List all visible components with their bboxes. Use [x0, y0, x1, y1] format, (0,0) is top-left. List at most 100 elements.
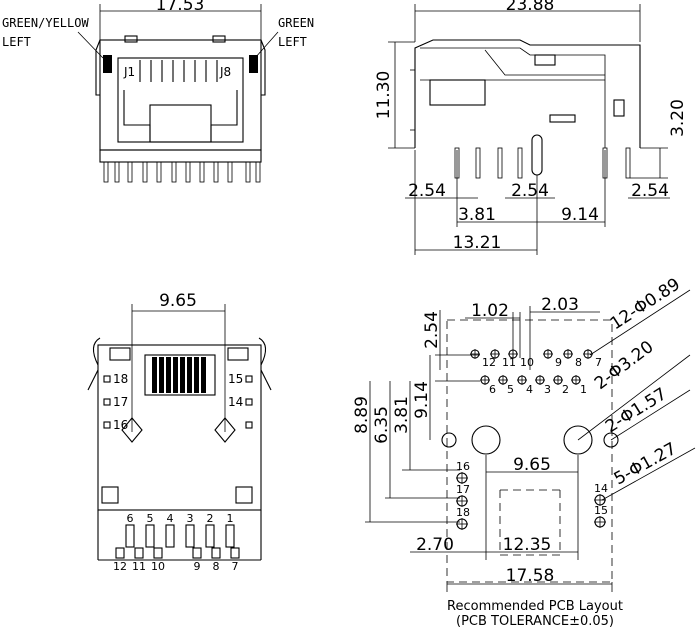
- pcb-dim-254: 2.54: [422, 311, 442, 349]
- bottom-tooth: [180, 357, 185, 393]
- front-leg: [245, 161, 251, 183]
- side-pin: [475, 147, 481, 179]
- bottom-led-pad: [245, 398, 253, 406]
- front-leg: [127, 161, 133, 183]
- bottom-led-pad: [245, 375, 253, 383]
- front-leg: [142, 161, 148, 183]
- pcb-dim-635: 6.35: [372, 406, 392, 444]
- side-pin-height-dim: 3.20: [668, 99, 688, 137]
- bottom-pin-label: 11: [132, 560, 146, 573]
- bottom-led-pin-label: 14: [228, 395, 243, 409]
- bottom-pin-label: 8: [213, 560, 220, 573]
- front-led-right: [249, 55, 258, 73]
- bottom-led-pad: [103, 375, 111, 383]
- pcb-led-pad-label: 14: [594, 482, 608, 495]
- side-pitch-mid: 2.54: [511, 181, 549, 201]
- bottom-pin: [153, 547, 163, 559]
- pcb-pad-label: 5: [507, 383, 514, 396]
- bottom-pin: [165, 524, 175, 548]
- side-dim-381: 3.81: [458, 205, 496, 225]
- front-leg: [156, 161, 162, 183]
- pcb-pad-label: 2: [562, 383, 569, 396]
- front-view: 17.53 GREEN/YELLOW LEFT GREEN LEFT J1 J8: [2, 0, 314, 183]
- bottom-pin-label: 5: [147, 512, 154, 525]
- side-pitch-right: 2.54: [631, 181, 669, 201]
- pcb-dim-889: 8.89: [352, 396, 372, 434]
- side-pin: [625, 147, 631, 179]
- bottom-pin-label: 12: [113, 560, 127, 573]
- pcb-pad-label: 3: [544, 383, 551, 396]
- bottom-led-pad: [103, 421, 111, 429]
- bottom-led-pin-label: 18: [113, 372, 128, 386]
- pcb-caption-1: Recommended PCB Layout: [447, 599, 623, 614]
- bottom-pin-label: 9: [194, 560, 201, 573]
- bottom-pin-label: 4: [167, 512, 174, 525]
- pcb-dim-102: 1.02: [471, 301, 509, 321]
- bottom-pin: [192, 547, 202, 559]
- side-length-dim: 23.88: [506, 0, 555, 15]
- side-view: 23.88 11.30 3.20 2.54 2.54 2.54 3.81: [374, 0, 688, 255]
- side-height-dim: 11.30: [374, 71, 394, 120]
- front-leg: [185, 161, 191, 183]
- pcb-callout-12: 12-Φ0.89: [607, 274, 684, 334]
- bottom-led-pad: [245, 421, 253, 429]
- bottom-pin: [134, 547, 144, 559]
- front-leg: [171, 161, 177, 183]
- pcb-pad-label: 10: [520, 356, 534, 369]
- side-dim-914: 9.14: [561, 205, 599, 225]
- side-dim-1321: 13.21: [453, 233, 502, 253]
- bottom-led-pin-label: 17: [113, 395, 128, 409]
- pcb-pad-label: 12: [482, 356, 496, 369]
- pcb-dim-914: 9.14: [412, 381, 432, 419]
- pcb-pad-label: 11: [502, 356, 516, 369]
- bottom-pin: [211, 547, 221, 559]
- pcb-led-pad-label: 18: [456, 506, 470, 519]
- bottom-tooth: [173, 357, 178, 393]
- bottom-led-pin-label: 16: [113, 418, 128, 432]
- bottom-pin-label: 2: [207, 512, 214, 525]
- pcb-dim-965: 9.65: [513, 455, 551, 475]
- pcb-dim-270: 2.70: [416, 535, 454, 555]
- bottom-pin: [225, 524, 235, 548]
- front-led-left-label-2: LEFT: [2, 35, 31, 49]
- front-leg: [199, 161, 205, 183]
- pcb-pad-label: 7: [595, 356, 602, 369]
- pcb-led-pad-label: 15: [594, 504, 608, 517]
- pcb-dim-203: 2.03: [541, 295, 579, 315]
- bottom-pin: [125, 524, 135, 548]
- pcb-large-hole-left: [471, 425, 501, 455]
- pcb-dim-1235: 12.35: [503, 535, 552, 555]
- pcb-pad-label: 4: [526, 383, 533, 396]
- bottom-tooth: [152, 357, 157, 393]
- bottom-post-dim: 9.65: [159, 291, 197, 311]
- bottom-pin: [145, 524, 155, 548]
- bottom-pin: [115, 547, 125, 559]
- side-pin: [517, 147, 523, 179]
- bottom-pin-label: 3: [187, 512, 194, 525]
- pcb-led-pad-label: 16: [456, 460, 470, 473]
- front-leg: [213, 161, 219, 183]
- pcb-pad-label: 8: [575, 356, 582, 369]
- pcb-pad-label: 6: [489, 383, 496, 396]
- front-led-left: [103, 55, 112, 73]
- front-pin-last: J8: [219, 65, 231, 79]
- pcb-dim-1758: 17.58: [506, 566, 555, 586]
- pcb-mid-hole-left: [441, 432, 457, 448]
- bottom-pin-label: 1: [227, 512, 234, 525]
- bottom-pin: [185, 524, 195, 548]
- pcb-led-pad-label: 17: [456, 483, 470, 496]
- pcb-caption-2: (PCB TOLERANCE±0.05): [456, 614, 614, 629]
- pcb-pad-label: 1: [580, 383, 587, 396]
- bottom-tooth: [159, 357, 164, 393]
- bottom-pin-label: 7: [232, 560, 239, 573]
- bottom-pin: [205, 524, 215, 548]
- side-pin: [497, 147, 503, 179]
- front-width-dim: 17.53: [156, 0, 205, 15]
- pcb-pad-label: 9: [555, 356, 562, 369]
- pcb-dim-381: 3.81: [392, 396, 412, 434]
- bottom-led-pin-label: 15: [228, 372, 243, 386]
- bottom-pin-label: 6: [127, 512, 134, 525]
